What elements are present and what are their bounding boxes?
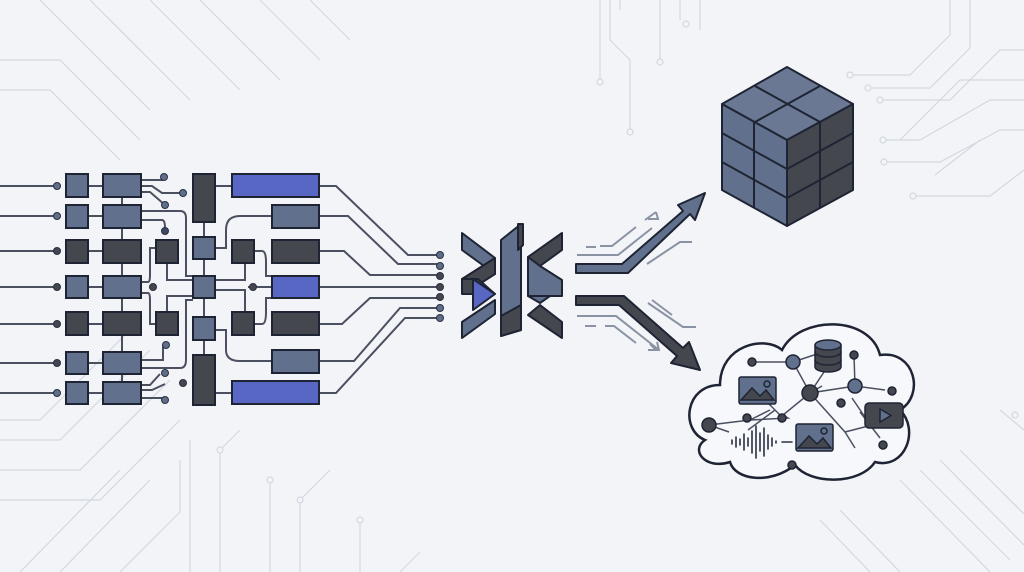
image-icon-2 (795, 423, 834, 452)
merge-node-icon (461, 223, 563, 339)
image-icon (738, 376, 777, 405)
input-wires (0, 179, 440, 399)
video-play-icon (864, 402, 904, 429)
audio-waveform-icon (731, 425, 793, 459)
database-icon (814, 339, 842, 373)
network-nodes (701, 350, 897, 470)
cloud-network-icon (688, 323, 916, 481)
cube-storage-icon (721, 66, 854, 227)
arrow-down-right-icon (575, 295, 701, 371)
arrow-up-right-icon (575, 192, 706, 274)
chip-blocks (65, 173, 320, 406)
connector-dots (53, 173, 444, 404)
circuit-board-icon (0, 173, 444, 406)
